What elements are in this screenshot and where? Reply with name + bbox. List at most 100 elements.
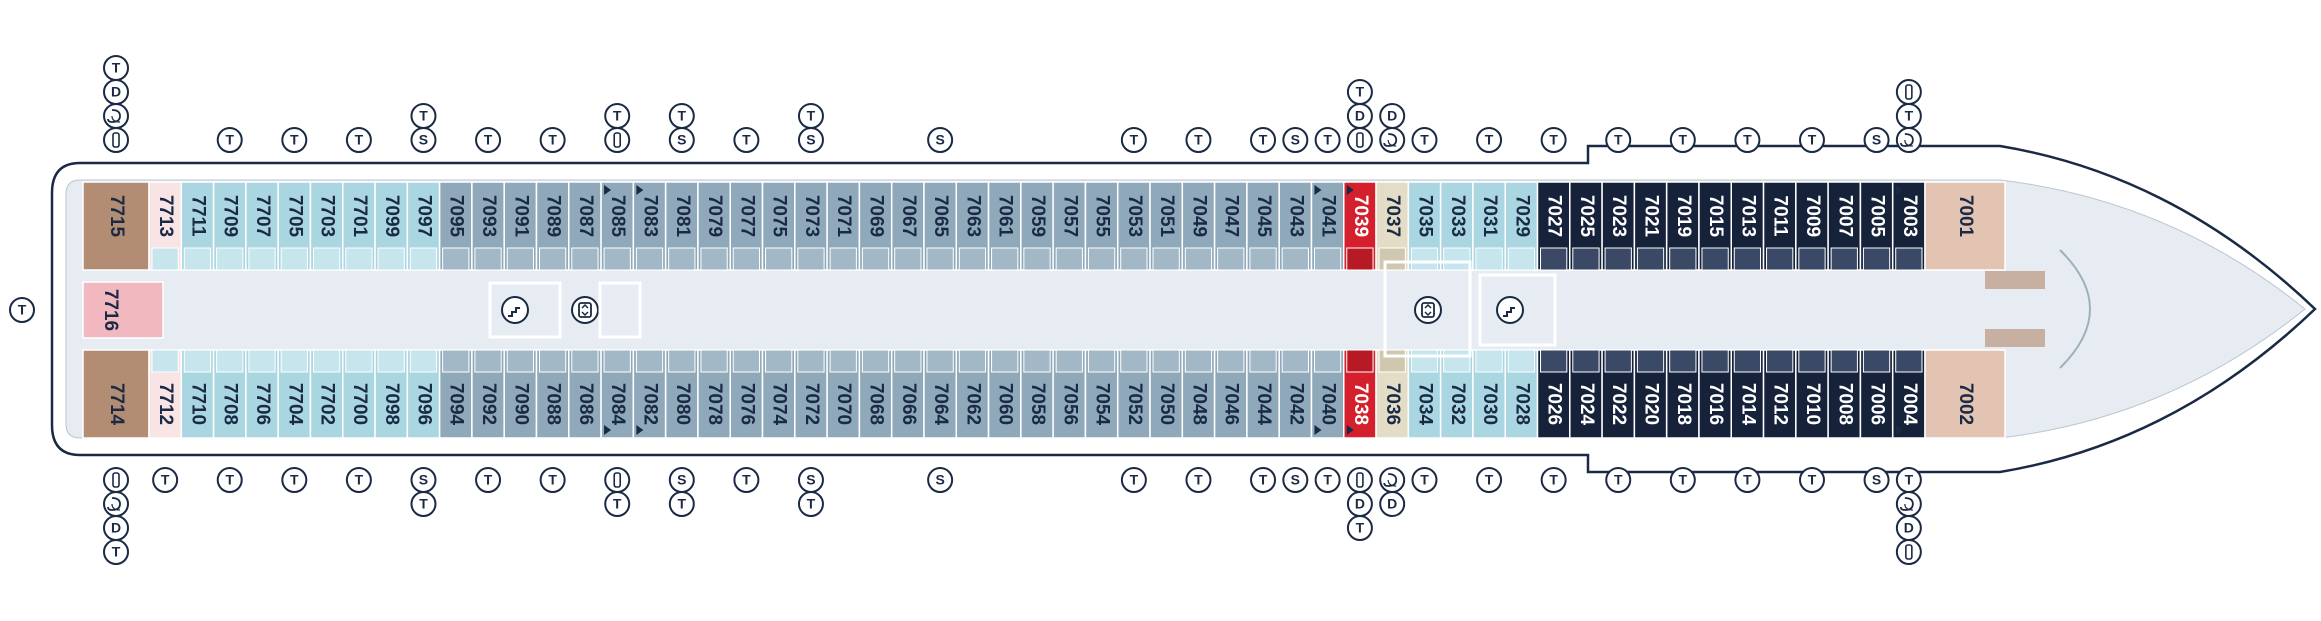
- cabin-7707[interactable]: 7707: [245, 181, 279, 271]
- cabin-7052[interactable]: 7052: [1116, 349, 1151, 439]
- cabin-7085[interactable]: 7085: [600, 181, 635, 271]
- cabin-7063[interactable]: 7063: [955, 181, 990, 271]
- cabin-7073[interactable]: 7073: [794, 181, 828, 271]
- cabin-7083[interactable]: 7083: [632, 181, 667, 271]
- cabin-7703[interactable]: 7703: [309, 181, 344, 271]
- cabin-7716[interactable]: 7716: [82, 281, 164, 339]
- cabin-7023[interactable]: 7023: [1601, 181, 1636, 271]
- cabin-7011[interactable]: 7011: [1762, 181, 1797, 271]
- cabin-7094[interactable]: 7094: [438, 349, 473, 439]
- cabin-7701[interactable]: 7701: [341, 181, 376, 271]
- cabin-7086[interactable]: 7086: [568, 349, 602, 439]
- cabin-7004[interactable]: 7004: [1891, 349, 1926, 439]
- cabin-7096[interactable]: 7096: [406, 349, 441, 439]
- cabin-7002[interactable]: 7002: [1924, 349, 2006, 439]
- cabin-7059[interactable]: 7059: [1020, 181, 1054, 271]
- cabin-7056[interactable]: 7056: [1052, 349, 1087, 439]
- cabin-7024[interactable]: 7024: [1569, 349, 1603, 439]
- cabin-7037[interactable]: 7037: [1375, 181, 1410, 271]
- cabin-7702[interactable]: 7702: [309, 349, 344, 439]
- cabin-7091[interactable]: 7091: [503, 181, 538, 271]
- cabin-7099[interactable]: 7099: [374, 181, 409, 271]
- cabin-7093[interactable]: 7093: [471, 181, 505, 271]
- cabin-7027[interactable]: 7027: [1536, 181, 1571, 271]
- cabin-7057[interactable]: 7057: [1052, 181, 1087, 271]
- cabin-7041[interactable]: 7041: [1310, 181, 1345, 271]
- cabin-7015[interactable]: 7015: [1698, 181, 1733, 271]
- cabin-7098[interactable]: 7098: [374, 349, 409, 439]
- cabin-7003[interactable]: 7003: [1891, 181, 1926, 271]
- cabin-7060[interactable]: 7060: [987, 349, 1022, 439]
- cabin-7055[interactable]: 7055: [1084, 181, 1119, 271]
- cabin-7012[interactable]: 7012: [1762, 349, 1797, 439]
- cabin-7028[interactable]: 7028: [1504, 349, 1539, 439]
- cabin-7705[interactable]: 7705: [277, 181, 312, 271]
- cabin-7030[interactable]: 7030: [1472, 349, 1506, 439]
- cabin-7014[interactable]: 7014: [1730, 349, 1765, 439]
- cabin-7026[interactable]: 7026: [1536, 349, 1571, 439]
- cabin-7033[interactable]: 7033: [1439, 181, 1474, 271]
- cabin-7088[interactable]: 7088: [535, 349, 570, 439]
- cabin-7008[interactable]: 7008: [1827, 349, 1862, 439]
- cabin-7054[interactable]: 7054: [1084, 349, 1119, 439]
- cabin-7087[interactable]: 7087: [568, 181, 602, 271]
- cabin-7047[interactable]: 7047: [1213, 181, 1248, 271]
- cabin-7089[interactable]: 7089: [535, 181, 570, 271]
- cabin-7715[interactable]: 7715: [82, 181, 150, 271]
- cabin-7036[interactable]: 7036: [1375, 349, 1410, 439]
- cabin-7069[interactable]: 7069: [858, 181, 893, 271]
- cabin-7050[interactable]: 7050: [1149, 349, 1184, 439]
- cabin-7048[interactable]: 7048: [1181, 349, 1216, 439]
- cabin-7076[interactable]: 7076: [729, 349, 764, 439]
- cabin-7053[interactable]: 7053: [1116, 181, 1151, 271]
- cabin-7038[interactable]: 7038: [1343, 349, 1377, 439]
- cabin-7031[interactable]: 7031: [1472, 181, 1506, 271]
- cabin-7067[interactable]: 7067: [890, 181, 925, 271]
- cabin-7095[interactable]: 7095: [438, 181, 473, 271]
- cabin-7006[interactable]: 7006: [1859, 349, 1894, 439]
- cabin-7039[interactable]: 7039: [1343, 181, 1377, 271]
- cabin-7704[interactable]: 7704: [277, 349, 312, 439]
- cabin-7035[interactable]: 7035: [1407, 181, 1442, 271]
- cabin-7049[interactable]: 7049: [1181, 181, 1216, 271]
- cabin-7092[interactable]: 7092: [471, 349, 505, 439]
- cabin-7034[interactable]: 7034: [1407, 349, 1442, 439]
- cabin-7068[interactable]: 7068: [858, 349, 893, 439]
- cabin-7019[interactable]: 7019: [1665, 181, 1700, 271]
- cabin-7020[interactable]: 7020: [1633, 349, 1668, 439]
- cabin-7714[interactable]: 7714: [82, 349, 150, 439]
- cabin-7061[interactable]: 7061: [987, 181, 1022, 271]
- cabin-7079[interactable]: 7079: [697, 181, 731, 271]
- cabin-7713[interactable]: 7713: [148, 181, 183, 271]
- cabin-7071[interactable]: 7071: [826, 181, 861, 271]
- cabin-7022[interactable]: 7022: [1601, 349, 1636, 439]
- cabin-7062[interactable]: 7062: [955, 349, 990, 439]
- cabin-7708[interactable]: 7708: [212, 349, 247, 439]
- cabin-7710[interactable]: 7710: [180, 349, 215, 439]
- cabin-7700[interactable]: 7700: [341, 349, 376, 439]
- cabin-7080[interactable]: 7080: [664, 349, 699, 439]
- cabin-7007[interactable]: 7007: [1827, 181, 1862, 271]
- cabin-7712[interactable]: 7712: [148, 349, 183, 439]
- cabin-7706[interactable]: 7706: [245, 349, 279, 439]
- cabin-7032[interactable]: 7032: [1439, 349, 1474, 439]
- cabin-7043[interactable]: 7043: [1278, 181, 1313, 271]
- cabin-7709[interactable]: 7709: [212, 181, 247, 271]
- cabin-7005[interactable]: 7005: [1859, 181, 1894, 271]
- cabin-7025[interactable]: 7025: [1569, 181, 1603, 271]
- cabin-7070[interactable]: 7070: [826, 349, 861, 439]
- cabin-7084[interactable]: 7084: [600, 349, 635, 439]
- cabin-7072[interactable]: 7072: [794, 349, 828, 439]
- cabin-7001[interactable]: 7001: [1924, 181, 2006, 271]
- cabin-7058[interactable]: 7058: [1020, 349, 1054, 439]
- cabin-7040[interactable]: 7040: [1310, 349, 1345, 439]
- cabin-7013[interactable]: 7013: [1730, 181, 1765, 271]
- cabin-7045[interactable]: 7045: [1246, 181, 1280, 271]
- cabin-7075[interactable]: 7075: [761, 181, 796, 271]
- cabin-7078[interactable]: 7078: [697, 349, 731, 439]
- cabin-7074[interactable]: 7074: [761, 349, 796, 439]
- cabin-7018[interactable]: 7018: [1665, 349, 1700, 439]
- cabin-7066[interactable]: 7066: [890, 349, 925, 439]
- cabin-7082[interactable]: 7082: [632, 349, 667, 439]
- cabin-7010[interactable]: 7010: [1795, 349, 1829, 439]
